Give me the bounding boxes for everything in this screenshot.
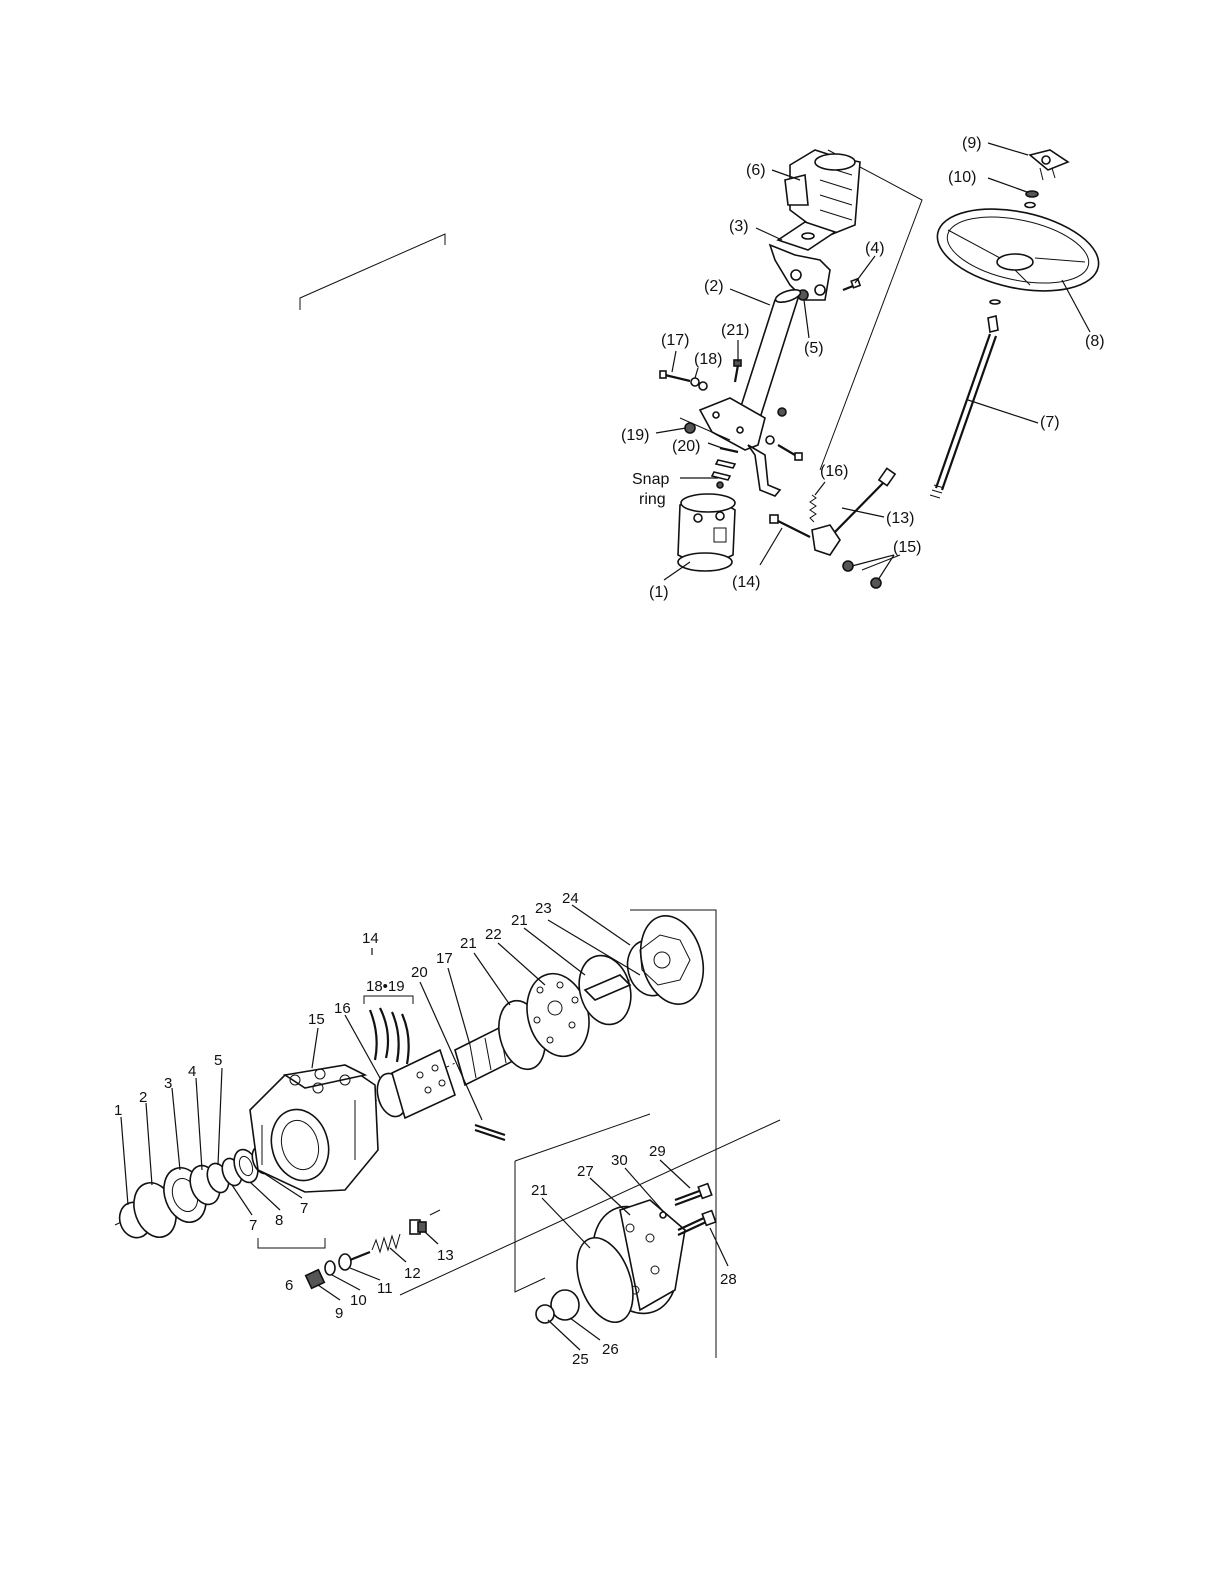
part-18-washer-a <box>691 378 699 386</box>
snap-ring-parts <box>712 460 735 488</box>
part-18-19-springs <box>370 1008 409 1064</box>
label-11: 11 <box>377 1280 393 1297</box>
part-15-nut-b <box>871 578 881 588</box>
part-16-sleeve <box>373 1050 455 1120</box>
part-15-housing <box>250 1065 378 1192</box>
label-7: (7) <box>1040 414 1060 431</box>
label-13: 13 <box>437 1247 454 1264</box>
label-23: 23 <box>535 900 552 917</box>
part-10-ring <box>325 1261 335 1275</box>
part-29-bolt <box>675 1184 712 1205</box>
part-17-bolt <box>660 371 690 381</box>
label-20: (20) <box>672 438 700 455</box>
lower-exploded-diagram: 14 24 23 21 22 21 17 20 18•19 16 15 5 4 … <box>114 234 780 1368</box>
label-ring: ring <box>639 491 666 508</box>
label-28: 28 <box>720 1271 737 1288</box>
bracket-bolt-right <box>766 408 802 460</box>
label-21-bottom: 21 <box>531 1182 548 1199</box>
label-5: (5) <box>804 340 824 357</box>
label-24: 24 <box>562 890 579 907</box>
label-9: 9 <box>335 1305 343 1322</box>
label-18: (18) <box>694 351 722 368</box>
label-snap: Snap <box>632 471 669 488</box>
label-7-left: 7 <box>249 1217 257 1234</box>
label-10: (10) <box>948 169 976 186</box>
part-30-ball <box>660 1212 666 1218</box>
part-8-steering-wheel <box>930 196 1106 304</box>
part-20-pin <box>720 448 738 452</box>
part-15-nut-a <box>843 561 853 571</box>
label-19: (19) <box>621 427 649 444</box>
label-20: 20 <box>411 964 428 981</box>
part-20-pin <box>475 1125 505 1140</box>
label-16: (16) <box>820 463 848 480</box>
label-4: (4) <box>865 240 885 257</box>
part-25-ring <box>536 1305 554 1323</box>
part-24-rotor-set <box>631 909 712 1011</box>
label-17: 17 <box>436 950 453 967</box>
label-2: 2 <box>139 1089 147 1106</box>
part-21-bolt <box>734 360 741 382</box>
part-16-spring <box>810 495 816 522</box>
part-18-washer-b <box>699 382 707 390</box>
part-9-cap <box>1030 150 1068 180</box>
label-26: 26 <box>602 1341 619 1358</box>
part-12-spring <box>372 1234 400 1252</box>
label-3: (3) <box>729 218 749 235</box>
label-16: 16 <box>334 1000 351 1017</box>
part-14-bolt <box>770 515 810 537</box>
label-10: 10 <box>350 1292 367 1309</box>
part-13-rod <box>812 468 895 555</box>
label-29: 29 <box>649 1143 666 1160</box>
part-9-plug <box>306 1270 325 1289</box>
part-3-plate <box>770 222 835 300</box>
label-17: (17) <box>661 332 689 349</box>
part-19-nut <box>685 423 695 433</box>
label-27: 27 <box>577 1163 594 1180</box>
label-15: (15) <box>893 539 921 556</box>
part-10-nut <box>1026 191 1038 197</box>
label-14: 14 <box>362 930 379 947</box>
part-6-housing <box>785 150 860 235</box>
part-1-steering-unit <box>678 494 735 571</box>
label-9: (9) <box>962 135 982 152</box>
label-30: 30 <box>611 1152 628 1169</box>
label-14: (14) <box>732 574 760 591</box>
label-13: (13) <box>886 510 914 527</box>
label-1: (1) <box>649 584 669 601</box>
part-2-column-tube <box>735 287 802 425</box>
label-5: 5 <box>214 1052 222 1069</box>
label-18-19: 18•19 <box>366 978 405 995</box>
label-8: (8) <box>1085 333 1105 350</box>
label-6: 6 <box>285 1277 293 1294</box>
label-8: 8 <box>275 1212 283 1229</box>
label-22: 22 <box>485 926 502 943</box>
label-21: (21) <box>721 322 749 339</box>
label-3: 3 <box>164 1075 172 1092</box>
label-7-right: 7 <box>300 1200 308 1217</box>
label-4: 4 <box>188 1063 196 1080</box>
upper-exploded-diagram: (9) (10) (6) (3) (4) (2) (5) (8) (17) (2… <box>621 135 1106 601</box>
label-25: 25 <box>572 1351 589 1368</box>
part-13-seat <box>410 1220 426 1234</box>
washer <box>1025 203 1035 208</box>
part-28-bolt <box>678 1211 716 1235</box>
label-21-mid: 21 <box>460 935 477 952</box>
label-21-top: 21 <box>511 912 528 929</box>
label-1: 1 <box>114 1102 122 1119</box>
part-7-shaft <box>930 300 1000 498</box>
label-15: 15 <box>308 1011 325 1028</box>
part-26-cap <box>551 1290 579 1320</box>
label-2: (2) <box>704 278 724 295</box>
label-12: 12 <box>404 1265 421 1282</box>
label-6: (6) <box>746 162 766 179</box>
part-11-valve <box>339 1252 370 1270</box>
